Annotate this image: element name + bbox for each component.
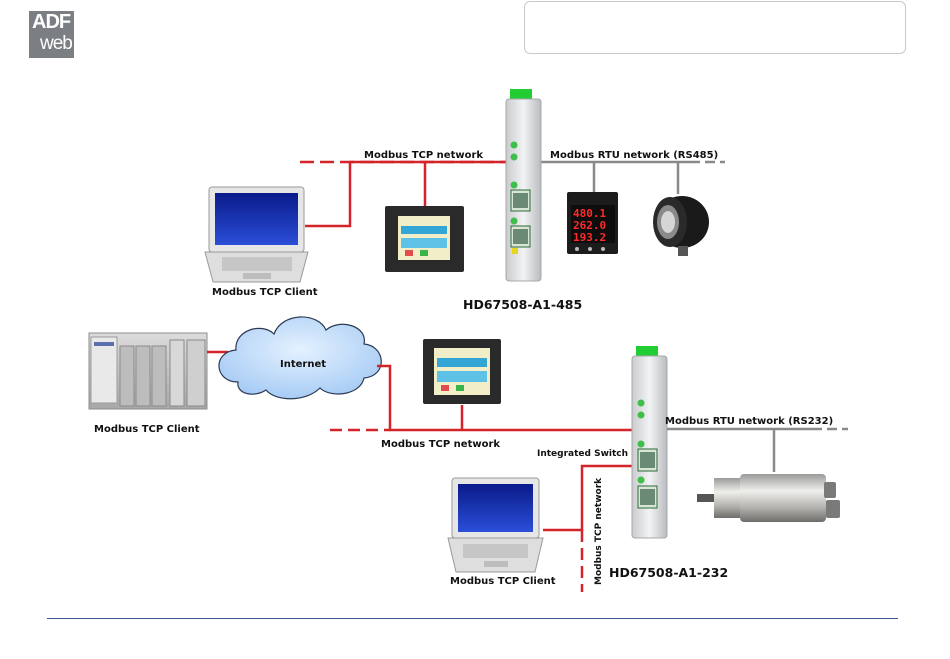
bottom-tcp-network-label: Modbus TCP network [381,439,500,450]
top-tcp-network-label: Modbus TCP network [364,150,483,161]
encoder-icon [653,196,709,256]
top-gateway-device [506,89,541,281]
top-laptop-icon [205,187,308,282]
bottom-hmi-panel-icon [423,339,501,404]
power-meter-icon: 480.1 262.0 193.2 [567,192,618,254]
top-client-label: Modbus TCP Client [212,287,318,298]
top-device-label: HD67508-A1-485 [463,297,582,312]
plc-rack-icon [89,333,207,409]
bottom-gateway-device [632,346,667,538]
bottom-device-label: HD67508-A1-232 [609,565,728,580]
bottom-rs232-line [667,429,848,472]
plc-client-label: Modbus TCP Client [94,424,200,435]
footer-divider [47,618,898,619]
rotary-encoder-icon [697,474,840,522]
bottom-laptop-icon [448,478,543,572]
integrated-switch-label: Integrated Switch [537,449,628,459]
internet-cloud-icon [219,317,381,399]
top-rtu-network-label: Modbus RTU network (RS485) [550,150,718,161]
bottom-laptop-client-label: Modbus TCP Client [450,576,556,587]
top-rs485-line [541,162,725,194]
bottom-rtu-network-label: Modbus RTU network (RS232) [665,416,833,427]
top-hmi-panel-icon [385,206,464,272]
bottom-tcp-network-vertical-label: Modbus TCP network [594,477,604,585]
meter-value-3: 193.2 [573,231,606,244]
internet-label: Internet [280,359,326,370]
